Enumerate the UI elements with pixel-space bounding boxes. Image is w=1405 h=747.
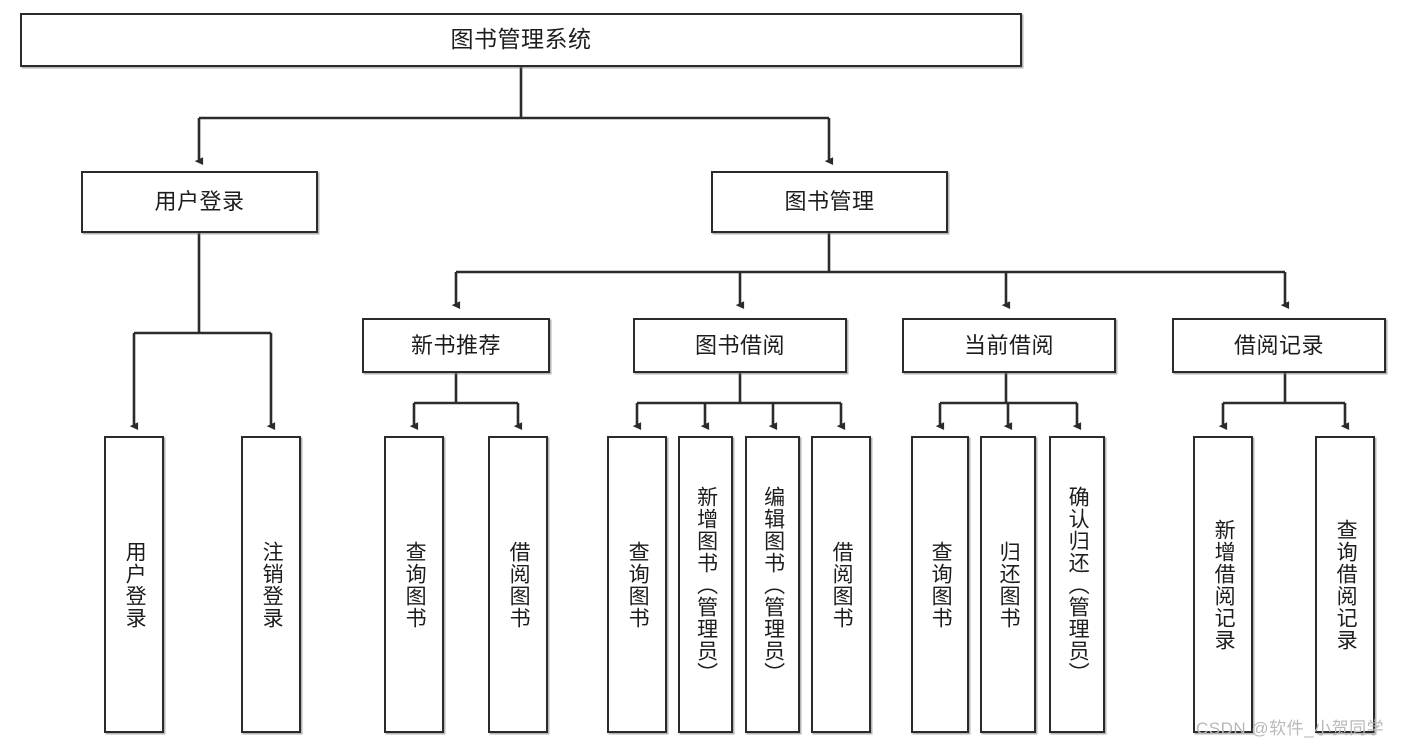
node-borrow-record[interactable]: 借阅记录	[1172, 318, 1386, 373]
node-leaf-add-book-label: 新增图书（管理员）	[694, 485, 718, 684]
node-new-book-recommend-label: 新书推荐	[410, 332, 501, 358]
node-leaf-confirm-return-label: 确认归还（管理员）	[1066, 485, 1090, 684]
csdn-watermark: CSDN @软件_小贺同学	[1196, 719, 1385, 738]
node-leaf-return-book-label: 归还图书	[997, 540, 1021, 629]
node-leaf-edit-book[interactable]: 编辑图书（管理员）	[745, 436, 800, 733]
node-leaf-query-record-label: 查询借阅记录	[1334, 518, 1358, 651]
node-leaf-add-book[interactable]: 新增图书（管理员）	[678, 436, 733, 733]
node-book-manage-label: 图书管理	[784, 189, 875, 215]
node-leaf-user-login[interactable]: 用户登录	[104, 436, 164, 733]
node-root-system[interactable]: 图书管理系统	[20, 13, 1022, 67]
node-leaf-query-record[interactable]: 查询借阅记录	[1315, 436, 1375, 733]
node-leaf-borrow-book-2[interactable]: 借阅图书	[811, 436, 871, 733]
node-leaf-query-book-2[interactable]: 查询图书	[607, 436, 667, 733]
node-leaf-query-book-3-label: 查询图书	[929, 540, 953, 629]
node-current-borrow[interactable]: 当前借阅	[902, 318, 1116, 373]
node-leaf-query-book-2-label: 查询图书	[626, 540, 650, 629]
node-leaf-add-record[interactable]: 新增借阅记录	[1193, 436, 1253, 733]
node-root-system-label: 图书管理系统	[450, 26, 592, 53]
node-current-borrow-label: 当前借阅	[963, 332, 1054, 358]
node-leaf-borrow-book-2-label: 借阅图书	[830, 540, 854, 629]
node-book-borrow-label: 图书借阅	[694, 332, 785, 358]
node-leaf-query-book-1-label: 查询图书	[403, 540, 427, 629]
node-leaf-user-logout[interactable]: 注销登录	[241, 436, 301, 733]
node-leaf-borrow-book-1[interactable]: 借阅图书	[488, 436, 548, 733]
node-leaf-user-logout-label: 注销登录	[260, 540, 284, 629]
node-leaf-user-login-label: 用户登录	[123, 540, 147, 629]
node-leaf-query-book-1[interactable]: 查询图书	[384, 436, 444, 733]
node-leaf-return-book[interactable]: 归还图书	[980, 436, 1036, 733]
node-leaf-confirm-return[interactable]: 确认归还（管理员）	[1049, 436, 1105, 733]
node-book-manage[interactable]: 图书管理	[711, 171, 948, 233]
node-new-book-recommend[interactable]: 新书推荐	[362, 318, 550, 373]
node-leaf-query-book-3[interactable]: 查询图书	[911, 436, 969, 733]
node-user-login-label: 用户登录	[154, 189, 245, 215]
node-borrow-record-label: 借阅记录	[1233, 332, 1324, 358]
node-leaf-add-record-label: 新增借阅记录	[1212, 518, 1236, 651]
node-user-login[interactable]: 用户登录	[81, 171, 318, 233]
node-book-borrow[interactable]: 图书借阅	[633, 318, 847, 373]
node-leaf-borrow-book-1-label: 借阅图书	[507, 540, 531, 629]
node-leaf-edit-book-label: 编辑图书（管理员）	[761, 485, 785, 684]
